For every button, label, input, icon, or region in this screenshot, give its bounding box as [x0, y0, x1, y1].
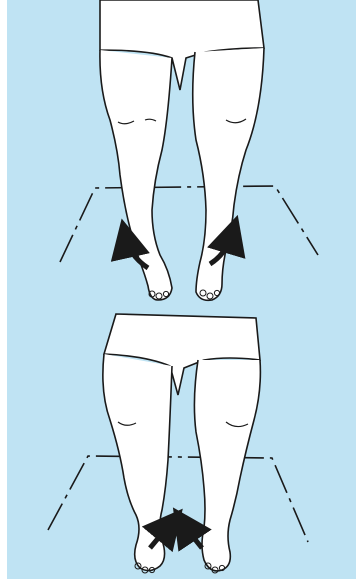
- panel-background: [7, 0, 356, 579]
